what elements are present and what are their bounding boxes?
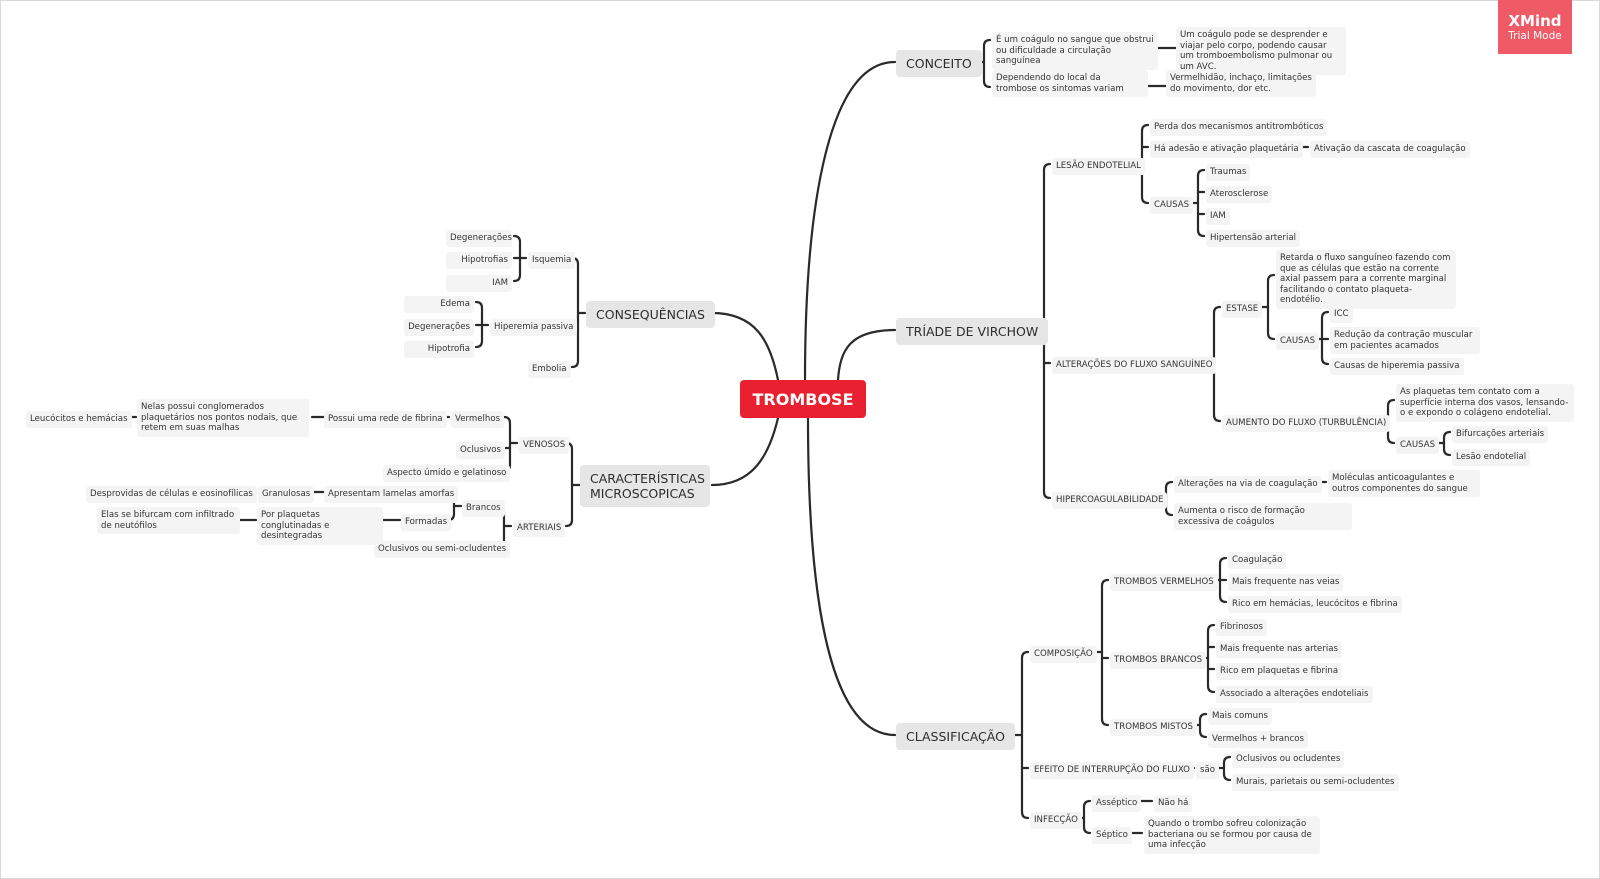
- topic-conceito-coagulo-desprender[interactable]: Um coágulo pode se desprender e viajar p…: [1176, 27, 1346, 75]
- topic-estase-causa-item[interactable]: Redução da contração muscular em pacient…: [1330, 327, 1480, 354]
- topic-isquemia-item[interactable]: IAM: [446, 275, 512, 292]
- topic-venosos[interactable]: VENOSOS: [519, 437, 570, 454]
- topic-estase-causa-item[interactable]: ICC: [1330, 306, 1353, 323]
- xmind-trial-badge[interactable]: XMind Trial Mode: [1498, 0, 1572, 54]
- trial-mode-label: Trial Mode: [1508, 29, 1562, 42]
- topic-estase-causa-item[interactable]: Causas de hiperemia passiva: [1330, 358, 1464, 375]
- brand-name: XMind: [1508, 11, 1562, 30]
- topic-isquemia[interactable]: Isquemia: [528, 252, 576, 269]
- topic-conglomerados-plaquetarios[interactable]: Nelas possui conglomerados plaquetários …: [137, 399, 309, 437]
- topic-desprovidas-celulas[interactable]: Desprovidas de células e eosinofílicas: [86, 486, 257, 503]
- topic-triade-virchow[interactable]: TRÍADE DE VIRCHOW: [896, 318, 1049, 345]
- topic-bifurcam-infiltrado[interactable]: Elas se bifurcam com infiltrado de neutó…: [97, 507, 240, 534]
- topic-composicao[interactable]: COMPOSIÇÃO: [1030, 646, 1097, 663]
- topic-isquemia-item[interactable]: Degenerações: [446, 230, 512, 247]
- topic-vermelhos-item[interactable]: Mais frequente nas veias: [1228, 574, 1344, 591]
- topic-vermelhos-item[interactable]: Coagulação: [1228, 552, 1287, 569]
- topic-efeito-item[interactable]: Oclusivos ou ocludentes: [1232, 751, 1345, 768]
- topic-brancos-item[interactable]: Associado a alterações endoteliais: [1216, 686, 1373, 703]
- topic-oclusivos-semi[interactable]: Oclusivos ou semi-ocludentes: [374, 541, 511, 558]
- topic-brancos-item[interactable]: Mais frequente nas arterias: [1216, 641, 1343, 658]
- topic-hiperemia-passiva[interactable]: Hiperemia passiva: [490, 319, 578, 336]
- topic-causa-item[interactable]: Aterosclerose: [1206, 186, 1273, 203]
- topic-estase-causas[interactable]: CAUSAS: [1276, 333, 1320, 350]
- topic-hipercoagulabilidade[interactable]: HIPERCOAGULABILIDADE: [1052, 492, 1168, 509]
- topic-vermelhos-item[interactable]: Rico em hemácias, leucócitos e fibrina: [1228, 596, 1402, 613]
- topic-nao-ha[interactable]: Não há: [1154, 795, 1193, 812]
- topic-classificacao[interactable]: CLASSIFICAÇÃO: [896, 723, 1015, 750]
- topic-granulosas[interactable]: Granulosas: [258, 486, 315, 503]
- topic-asseptico[interactable]: Asséptico: [1092, 795, 1142, 812]
- topic-plaquetas-conglutinadas[interactable]: Por plaquetas conglutinadas e desintegra…: [257, 507, 383, 545]
- root-topic-trombose[interactable]: TROMBOSE: [740, 380, 866, 418]
- topic-aumento-causas[interactable]: CAUSAS: [1396, 437, 1440, 454]
- topic-aspecto-umido[interactable]: Aspecto úmido e gelatinoso: [383, 465, 511, 482]
- topic-aumento-causa-item[interactable]: Lesão endotelial: [1452, 449, 1531, 466]
- topic-consequencias[interactable]: CONSEQUÊNCIAS: [586, 301, 715, 328]
- link-root-virchow: [836, 328, 897, 382]
- topic-venosos-vermelhos[interactable]: Vermelhos: [451, 411, 505, 428]
- topic-causa-item[interactable]: IAM: [1206, 208, 1230, 225]
- topic-caracteristicas-microscopicas[interactable]: CARACTERÍSTICAS MICROSCOPICAS: [580, 465, 710, 507]
- topic-efeito-item[interactable]: Murais, parietais ou semi-ocludentes: [1232, 774, 1399, 791]
- topic-brancos-item[interactable]: Rico em plaquetas e fibrina: [1216, 663, 1343, 680]
- topic-aumenta-risco[interactable]: Aumenta o risco de formação excessiva de…: [1174, 503, 1352, 530]
- topic-efeito-interrupcao[interactable]: EFEITO DE INTERRUPÇÃO DO FLUXO: [1030, 762, 1194, 779]
- link-root-conceito: [803, 60, 897, 382]
- link-root-caracteristicas: [710, 416, 780, 487]
- topic-moleculas-anticoagulantes[interactable]: Moléculas anticoagulantes e outros compo…: [1328, 470, 1480, 497]
- topic-causa-item[interactable]: Traumas: [1206, 164, 1251, 181]
- topic-hiperemia-item[interactable]: Degenerações: [404, 319, 474, 336]
- topic-formadas[interactable]: Formadas: [401, 514, 452, 531]
- topic-conceito-sintomas-lista[interactable]: Vermelhidão, inchaço, limitações do movi…: [1166, 70, 1316, 97]
- topic-adesao-plaquetaria[interactable]: Há adesão e ativação plaquetária: [1150, 141, 1303, 158]
- topic-trombos-mistos[interactable]: TROMBOS MISTOS: [1110, 719, 1197, 736]
- topic-trombos-brancos[interactable]: TROMBOS BRANCOS: [1110, 652, 1207, 669]
- topic-brancos-item[interactable]: Fibrinosos: [1216, 619, 1267, 636]
- topic-septico-descricao[interactable]: Quando o trombo sofreu colonização bacte…: [1144, 816, 1320, 854]
- topic-venosos-oclusivos[interactable]: Oclusivos: [456, 442, 506, 459]
- topic-mistos-item[interactable]: Mais comuns: [1208, 708, 1273, 725]
- topic-estase[interactable]: ESTASE: [1222, 301, 1263, 318]
- topic-embolia[interactable]: Embolia: [528, 361, 571, 378]
- topic-lesao-causas[interactable]: CAUSAS: [1150, 197, 1194, 214]
- topic-sao[interactable]: são: [1196, 762, 1220, 779]
- topic-septico[interactable]: Séptico: [1092, 827, 1132, 844]
- topic-infeccao[interactable]: INFECÇÃO: [1030, 812, 1082, 829]
- topic-mistos-item[interactable]: Vermelhos + brancos: [1208, 731, 1308, 748]
- topic-aumento-causa-item[interactable]: Bifurcações arteriais: [1452, 426, 1549, 443]
- topic-arteriais[interactable]: ARTERIAIS: [513, 520, 566, 537]
- topic-alteracoes-coagulacao[interactable]: Alterações na via de coagulação: [1174, 476, 1322, 493]
- topic-alteracoes-fluxo[interactable]: ALTERAÇÕES DO FLUXO SANGUÍNEO: [1052, 357, 1217, 374]
- topic-lamelas-amorfas[interactable]: Apresentam lamelas amorfas: [324, 486, 459, 503]
- topic-arteriais-brancos[interactable]: Brancos: [462, 500, 505, 517]
- topic-rede-fibrina[interactable]: Possui uma rede de fibrina: [324, 411, 447, 428]
- topic-conceito[interactable]: CONCEITO: [896, 50, 982, 77]
- topic-perda-mecanismos[interactable]: Perda dos mecanismos antitrombóticos: [1150, 119, 1328, 136]
- link-root-consequencias: [710, 311, 780, 382]
- topic-aumento-descricao[interactable]: As plaquetas tem contato com a superfíci…: [1396, 384, 1574, 422]
- topic-causa-item[interactable]: Hipertensão arterial: [1206, 230, 1300, 247]
- topic-leucocitos-hemacias[interactable]: Leucócitos e hemácias: [26, 411, 132, 428]
- topic-hiperemia-item[interactable]: Hipotrofia: [404, 341, 474, 358]
- topic-ativacao-cascata[interactable]: Ativação da cascata de coagulação: [1310, 141, 1470, 158]
- topic-lesao-endotelial[interactable]: LESÃO ENDOTELIAL: [1052, 158, 1145, 175]
- topic-conceito-sintomas[interactable]: Dependendo do local da trombose os sinto…: [992, 70, 1148, 97]
- topic-isquemia-item[interactable]: Hipotrofias: [446, 252, 512, 269]
- topic-hiperemia-item[interactable]: Edema: [404, 296, 474, 313]
- link-root-classificacao: [806, 416, 897, 737]
- topic-aumento-fluxo[interactable]: AUMENTO DO FLUXO (TURBULÊNCIA): [1222, 415, 1391, 432]
- topic-estase-descricao[interactable]: Retarda o fluxo sanguíneo fazendo com qu…: [1276, 250, 1456, 309]
- topic-trombos-vermelhos[interactable]: TROMBOS VERMELHOS: [1110, 574, 1218, 591]
- topic-conceito-definicao[interactable]: É um coágulo no sangue que obstrui ou di…: [992, 32, 1158, 70]
